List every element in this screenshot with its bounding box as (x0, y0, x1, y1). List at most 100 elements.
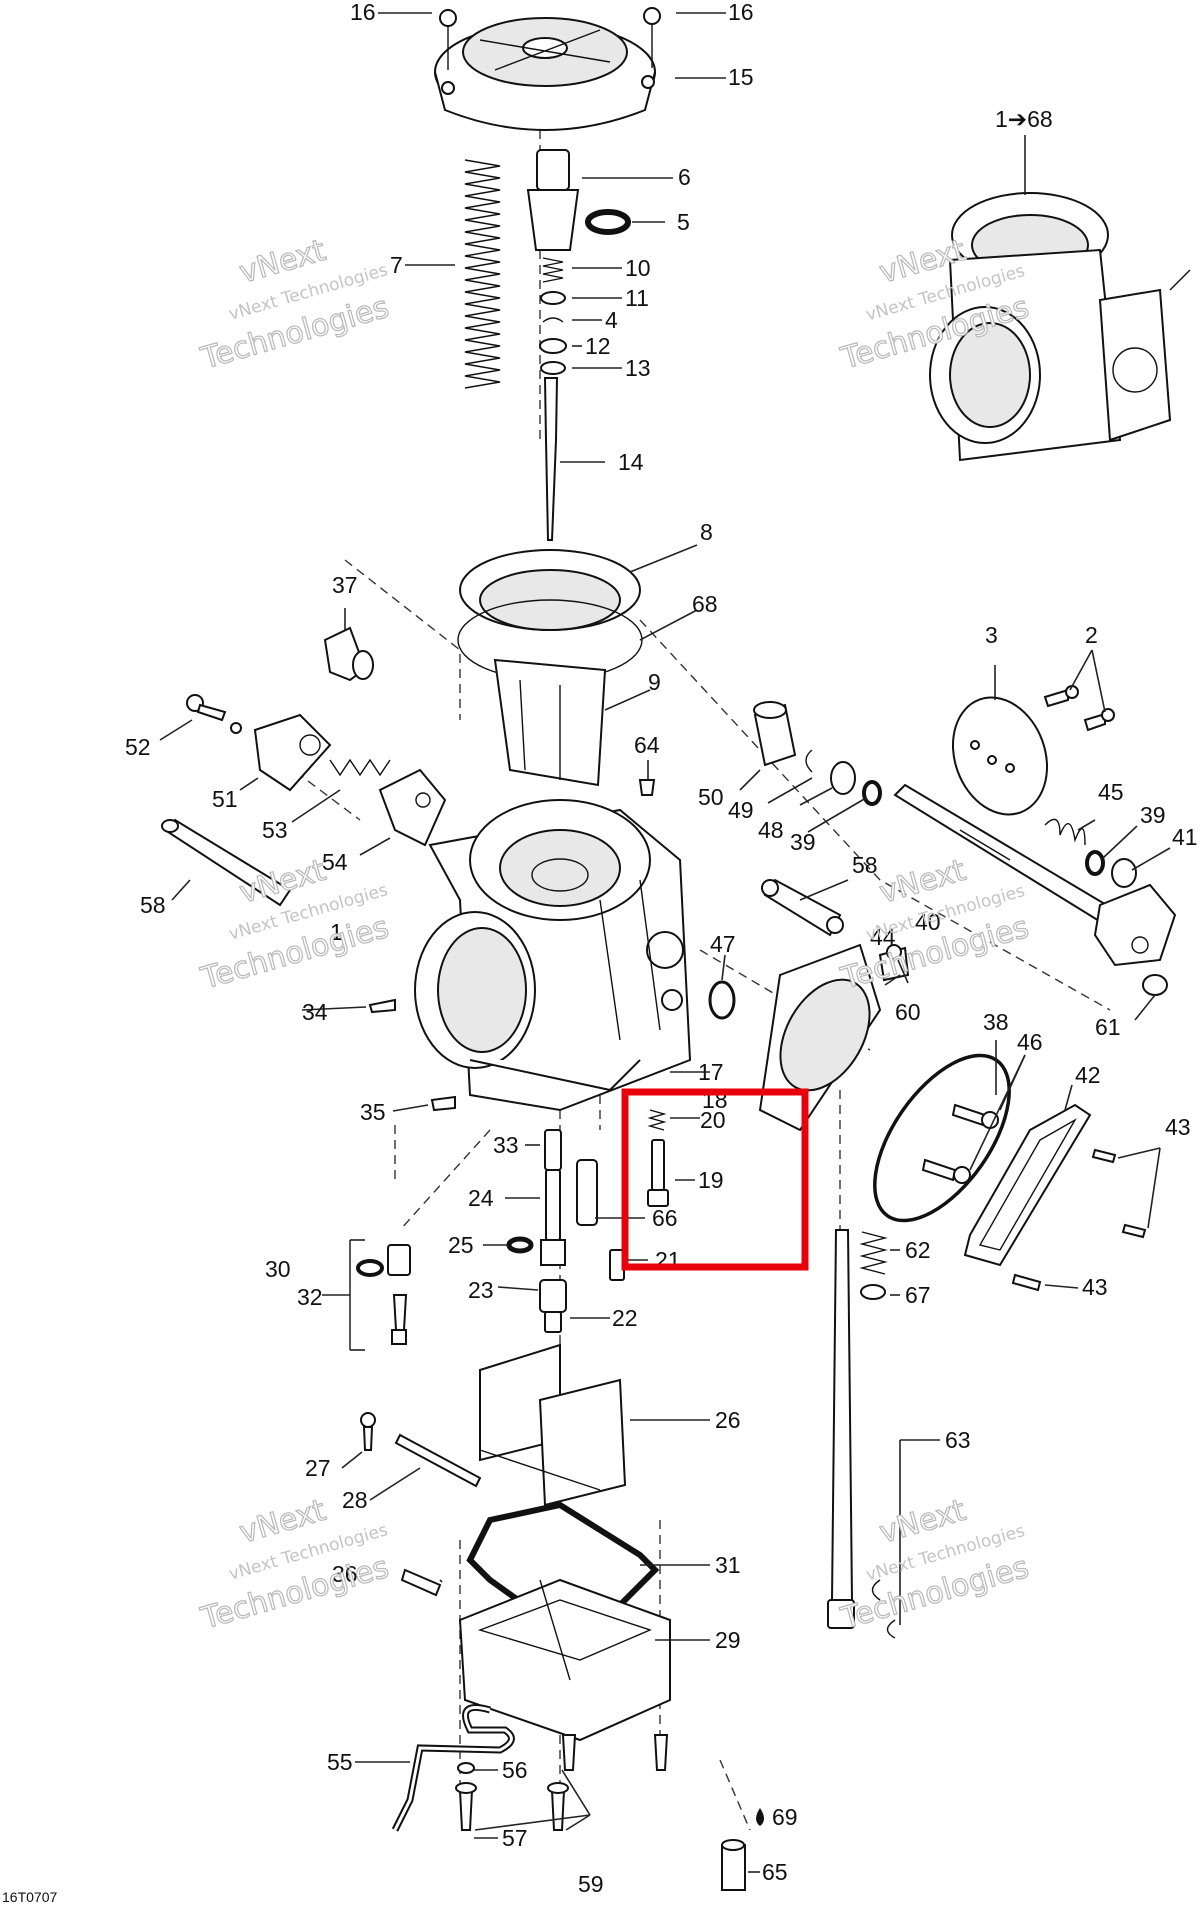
callout-56: 56 (502, 1757, 528, 1783)
callout-35: 35 (360, 1099, 386, 1125)
needle-valve (349, 1239, 411, 1351)
bracket-51 (253, 713, 332, 792)
callout-63: 63 (945, 1427, 971, 1453)
callout-16-left: 16 (350, 0, 376, 25)
callout-55: 55 (327, 1749, 353, 1775)
callout-49: 49 (728, 797, 754, 823)
callout-51: 51 (212, 786, 238, 812)
callout-38: 38 (983, 1009, 1009, 1035)
spring-45 (1044, 818, 1086, 846)
callout-54: 54 (322, 849, 348, 875)
bushing-50 (753, 701, 797, 767)
callout-15: 15 (728, 64, 754, 90)
callout-27: 27 (305, 1455, 331, 1481)
callout-25: 25 (448, 1232, 474, 1258)
pump-housing-44 (758, 943, 882, 1132)
screw-64 (638, 779, 656, 796)
callout-48: 48 (758, 817, 784, 843)
callout-9: 9 (648, 669, 661, 695)
fitting-60 (878, 944, 910, 982)
assembly-label: 1➔68 (995, 106, 1053, 132)
callout-69: 69 (772, 1804, 798, 1830)
callout-61: 61 (1095, 1014, 1121, 1040)
callout-4: 4 (605, 307, 618, 333)
callout-30: 30 (265, 1256, 291, 1282)
callout-39-left: 39 (790, 829, 816, 855)
rod-58-left (161, 818, 292, 907)
jet-needle (543, 377, 559, 541)
callout-33: 33 (493, 1132, 519, 1158)
main-jet-stack (506, 1129, 567, 1333)
callout-22: 22 (612, 1305, 638, 1331)
callout-68: 68 (692, 591, 718, 617)
spring-53 (329, 758, 391, 777)
screw-16-left (439, 9, 457, 70)
cap-37 (323, 626, 374, 682)
callout-24: 24 (468, 1185, 494, 1211)
callout-64: 64 (634, 732, 660, 758)
rod-58-right (761, 878, 844, 937)
callout-34: 34 (302, 999, 328, 1025)
cover-42 (963, 1103, 1092, 1267)
washer-67 (860, 1284, 886, 1300)
callout-43-top: 43 (1165, 1114, 1191, 1140)
callout-2: 2 (1085, 622, 1098, 648)
screw-34 (368, 998, 396, 1014)
screw-52 (186, 694, 242, 734)
callout-29: 29 (715, 1627, 741, 1653)
screw-16-right (643, 7, 661, 68)
callout-23: 23 (468, 1277, 494, 1303)
o-ring-47 (708, 980, 736, 1020)
callout-20: 20 (700, 1107, 726, 1133)
callout-26: 26 (715, 1407, 741, 1433)
callout-39-right: 39 (1140, 802, 1166, 828)
pin-28 (360, 1412, 376, 1451)
callout-59: 59 (578, 1871, 604, 1897)
watermark-top-left: vNext vNext Technologies Technologies (196, 232, 393, 377)
callout-31: 31 (715, 1552, 741, 1578)
callout-53: 53 (262, 817, 288, 843)
callout-7: 7 (390, 252, 403, 278)
screws-46 (921, 1103, 999, 1184)
callout-36: 36 (332, 1561, 358, 1587)
idle-screw-36 (400, 1568, 442, 1597)
o-ring-5 (585, 209, 631, 235)
callout-8: 8 (700, 519, 713, 545)
callout-57: 57 (502, 1825, 528, 1851)
callout-44: 44 (870, 924, 896, 950)
callout-47: 47 (710, 931, 736, 957)
callout-28: 28 (342, 1487, 368, 1513)
callout-10: 10 (625, 255, 651, 281)
callout-32: 32 (297, 1284, 323, 1310)
diagram-code: 16T0707 (2, 1889, 57, 1905)
carburetor-body (414, 799, 692, 1112)
callout-17: 17 (698, 1059, 724, 1085)
float-bowl (458, 1578, 671, 1742)
callout-52: 52 (125, 734, 151, 760)
callout-45: 45 (1098, 779, 1124, 805)
callout-65: 65 (762, 1859, 788, 1885)
screws-2 (1043, 685, 1115, 732)
pilot-screw-19 (647, 1109, 669, 1207)
callout-16-right: 16 (728, 0, 754, 25)
callout-3: 3 (985, 622, 998, 648)
throttle-shaft (893, 783, 1177, 967)
washer-48 (830, 761, 856, 795)
washer-41 (1111, 858, 1137, 888)
callout-58-left: 58 (140, 892, 166, 918)
callout-42: 42 (1075, 1062, 1101, 1088)
overflow-tube (391, 1704, 515, 1832)
cap-61 (1142, 974, 1168, 996)
callout-46: 46 (1017, 1029, 1043, 1055)
watermark-bottom-left: vNext vNext Technologies Technologies (196, 1492, 393, 1637)
drain-plug-65 (721, 1839, 746, 1891)
leader-lines (159, 12, 1171, 1873)
watermark-mid-left: vNext vNext Technologies Technologies (196, 852, 393, 997)
callout-62: 62 (905, 1237, 931, 1263)
oil-drop-icon (756, 1808, 764, 1826)
clip-49 (805, 749, 813, 773)
callout-41: 41 (1172, 824, 1198, 850)
callout-37: 37 (332, 572, 358, 598)
